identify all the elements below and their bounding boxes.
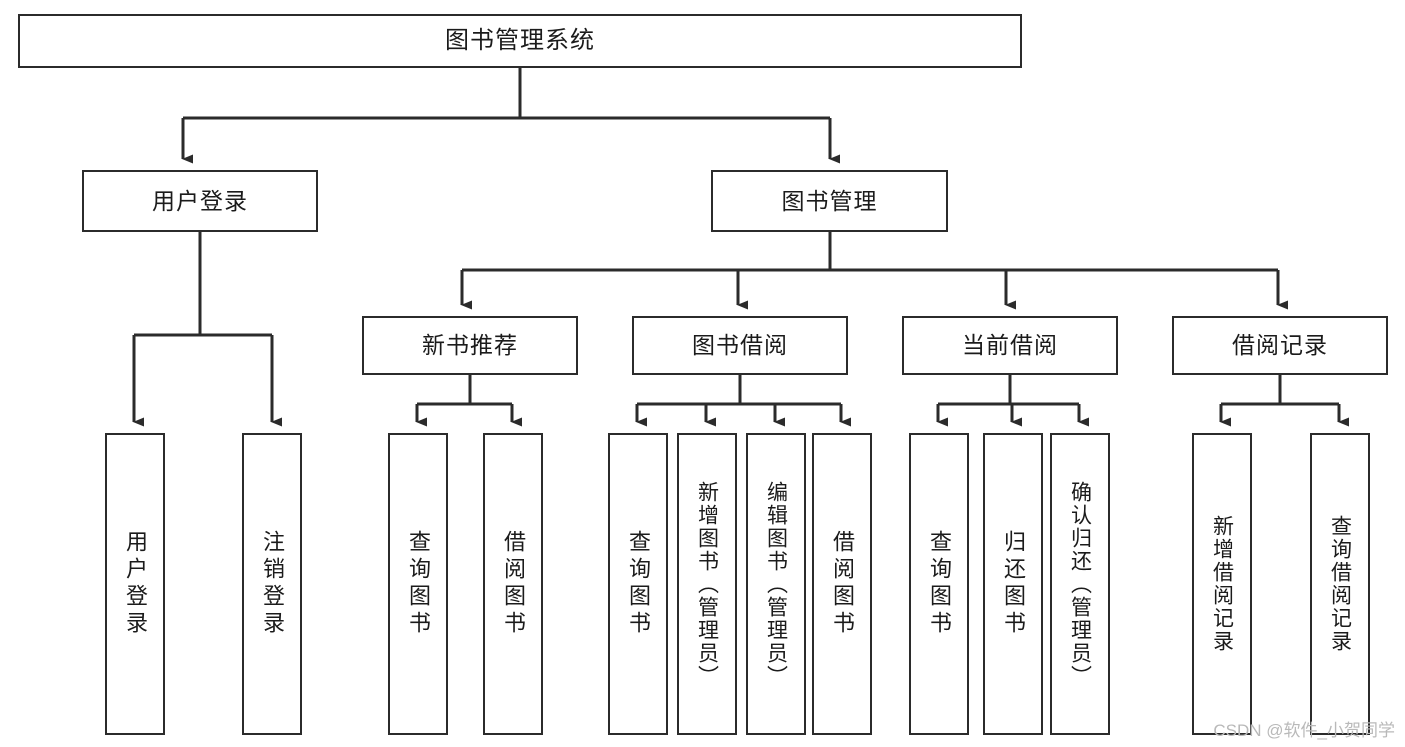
node-leaf-6[interactable]: 编辑图书（管理员） [746,433,806,735]
node-level3-2[interactable]: 当前借阅 [902,316,1118,375]
node-level3-3[interactable]: 借阅记录 [1172,316,1388,375]
node-level3-1[interactable]: 图书借阅 [632,316,848,375]
node-label: 确认归还（管理员） [1068,480,1092,688]
node-leaf-3[interactable]: 借阅图书 [483,433,543,735]
node-label: 注销登录 [260,530,285,638]
node-leaf-7[interactable]: 借阅图书 [812,433,872,735]
node-level2-1[interactable]: 图书管理 [711,170,948,232]
node-label: 借阅图书 [501,530,526,638]
node-label: 图书管理系统 [445,27,595,55]
node-label: 查询图书 [927,530,952,638]
node-label: 查询图书 [626,530,651,638]
node-label: 图书借阅 [692,332,788,359]
node-leaf-8[interactable]: 查询图书 [909,433,969,735]
node-label: 归还图书 [1001,530,1026,638]
node-label: 编辑图书（管理员） [764,480,788,688]
node-label: 借阅记录 [1232,332,1328,359]
node-leaf-11[interactable]: 新增借阅记录 [1192,433,1252,735]
node-leaf-2[interactable]: 查询图书 [388,433,448,735]
node-leaf-0[interactable]: 用户登录 [105,433,165,735]
node-label: 新增图书（管理员） [695,480,719,688]
node-root[interactable]: 图书管理系统 [18,14,1022,68]
node-label: 用户登录 [152,187,248,214]
node-leaf-9[interactable]: 归还图书 [983,433,1043,735]
node-level3-0[interactable]: 新书推荐 [362,316,578,375]
node-leaf-4[interactable]: 查询图书 [608,433,668,735]
node-leaf-12[interactable]: 查询借阅记录 [1310,433,1370,735]
csdn-watermark: CSDN @软件_小贺同学 [1213,721,1395,740]
node-leaf-1[interactable]: 注销登录 [242,433,302,735]
node-label: 新书推荐 [422,332,518,359]
node-label: 当前借阅 [962,332,1058,359]
node-label: 查询借阅记录 [1328,515,1352,653]
node-label: 借阅图书 [830,530,855,638]
node-level2-0[interactable]: 用户登录 [82,170,318,232]
node-label: 新增借阅记录 [1210,515,1234,653]
node-label: 用户登录 [123,530,148,638]
node-label: 查询图书 [406,530,431,638]
node-leaf-5[interactable]: 新增图书（管理员） [677,433,737,735]
node-leaf-10[interactable]: 确认归还（管理员） [1050,433,1110,735]
node-label: 图书管理 [781,187,878,214]
